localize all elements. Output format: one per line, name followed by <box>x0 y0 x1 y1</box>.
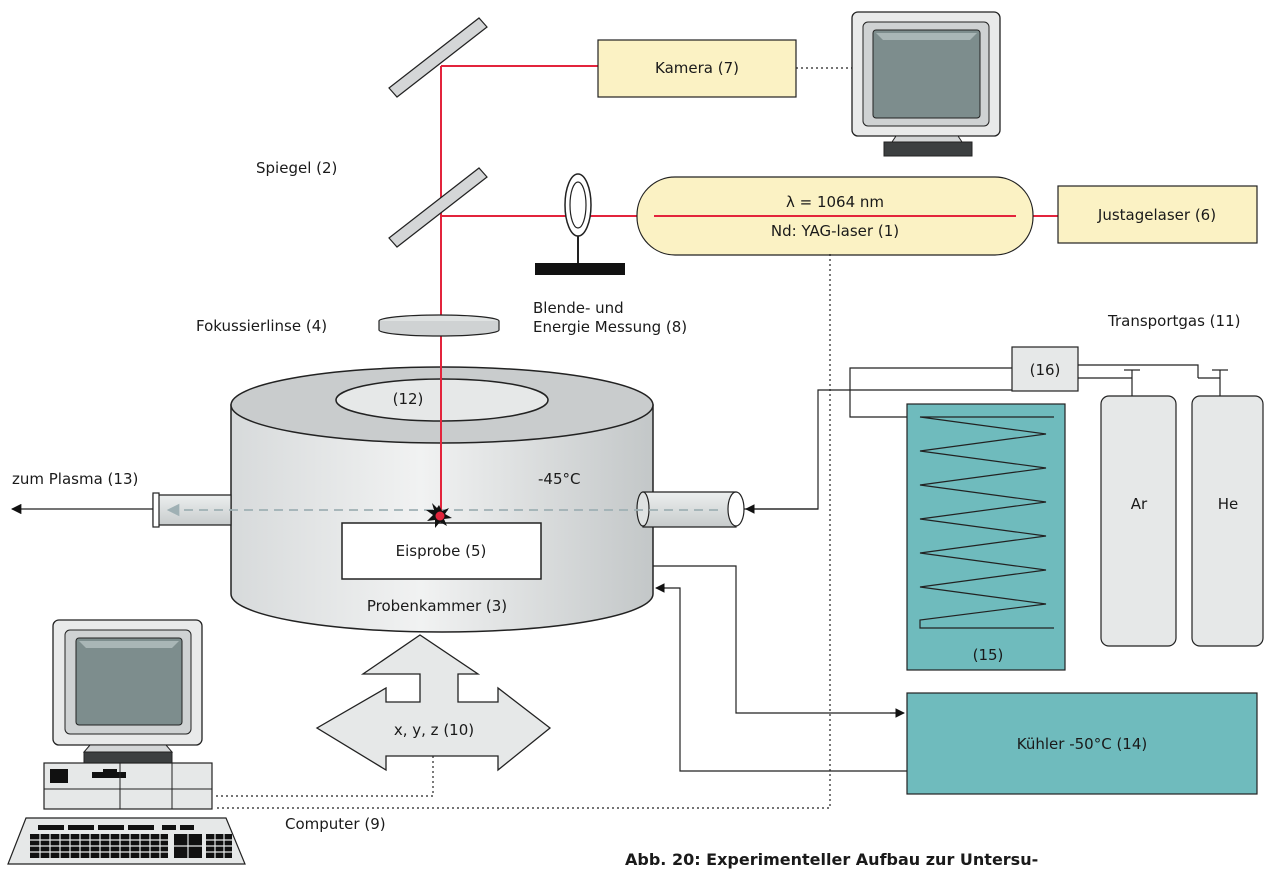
label-justagelaser: Justagelaser (6) <box>1097 206 1216 224</box>
argon-cylinder <box>1100 395 1177 647</box>
camera-monitor-icon <box>851 11 1001 157</box>
label-xyz-stage: x, y, z (10) <box>394 721 474 739</box>
ablation-spot-icon <box>426 503 452 528</box>
label-computer: Computer (9) <box>285 815 386 833</box>
label-laser-wavelength: λ = 1064 nm <box>786 193 884 211</box>
helium-cylinder <box>1191 395 1264 647</box>
focusing-lens <box>378 314 500 337</box>
label-helium: He <box>1218 495 1239 513</box>
label-temperature: -45°C <box>538 470 580 488</box>
label-cooler-coil: (15) <box>973 646 1004 664</box>
cooling-coil <box>906 403 1066 671</box>
valve-box <box>1011 346 1079 392</box>
label-argon: Ar <box>1131 495 1148 513</box>
label-probenkammer: Probenkammer (3) <box>367 597 507 615</box>
label-kuehler: Kühler -50°C (14) <box>1017 735 1147 753</box>
computer-icon <box>7 619 246 865</box>
mirror-top <box>388 17 488 98</box>
label-kamera: Kamera (7) <box>655 59 739 77</box>
mirror-bottom <box>388 167 488 248</box>
aperture-energy-meter <box>535 173 625 275</box>
label-fokussierlinse: Fokussierlinse (4) <box>196 317 327 335</box>
camera-box <box>597 39 797 98</box>
xyz-stage-arrows <box>315 634 552 772</box>
ice-sample-box <box>341 522 542 580</box>
sample-chamber <box>152 366 745 633</box>
label-laser-name: Nd: YAG-laser (1) <box>771 222 899 240</box>
label-window: (12) <box>393 390 424 408</box>
chiller-box <box>906 692 1258 795</box>
label-eisprobe: Eisprobe (5) <box>396 542 487 560</box>
label-valve: (16) <box>1030 361 1061 379</box>
control-lines <box>215 254 831 809</box>
label-zum-plasma: zum Plasma (13) <box>12 470 138 488</box>
label-spiegel: Spiegel (2) <box>256 159 337 177</box>
label-blende-line2: Energie Messung (8) <box>533 318 687 336</box>
label-blende-line1: Blende- und <box>533 299 624 317</box>
figure-caption: Abb. 20: Experimenteller Aufbau zur Unte… <box>625 850 1038 869</box>
alignment-laser-box <box>1057 185 1258 244</box>
label-transportgas: Transportgas (11) <box>1107 312 1240 330</box>
